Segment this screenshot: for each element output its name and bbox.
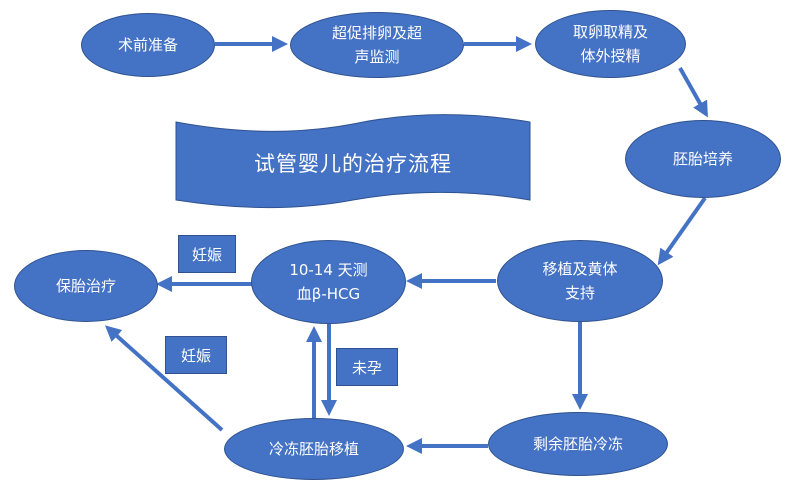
node-pregnancy-protection: 保胎治疗 (14, 250, 158, 322)
diagram-title: 试管婴儿的治疗流程 (254, 152, 452, 176)
node-egg-retrieval-fertilization: 取卵取精及 体外授精 (535, 10, 686, 78)
tag-pregnant-left: 妊娠 (165, 336, 227, 374)
tag-pregnant-top: 妊娠 (178, 235, 236, 273)
node-surplus-embryo-freezing: 剩余胚胎冷冻 (488, 412, 668, 476)
node-transfer-luteal-support: 移植及黄体 支持 (497, 240, 663, 322)
node-embryo-culture: 胚胎培养 (625, 120, 781, 198)
arrow-frozen-to-protect (105, 325, 224, 432)
arrow-culture-to-transfer (657, 196, 707, 266)
title-banner (175, 114, 531, 208)
tag-not-pregnant: 未孕 (336, 348, 398, 386)
arrow-retrieval-to-culture (678, 67, 708, 118)
node-frozen-embryo-transfer: 冷冻胚胎移植 (224, 418, 404, 480)
node-ovarian-stimulation: 超促排卵及超 声监测 (290, 12, 464, 78)
node-hcg-test: 10-14 天测 血β-HCG (251, 240, 406, 324)
node-preop: 术前准备 (81, 13, 215, 77)
